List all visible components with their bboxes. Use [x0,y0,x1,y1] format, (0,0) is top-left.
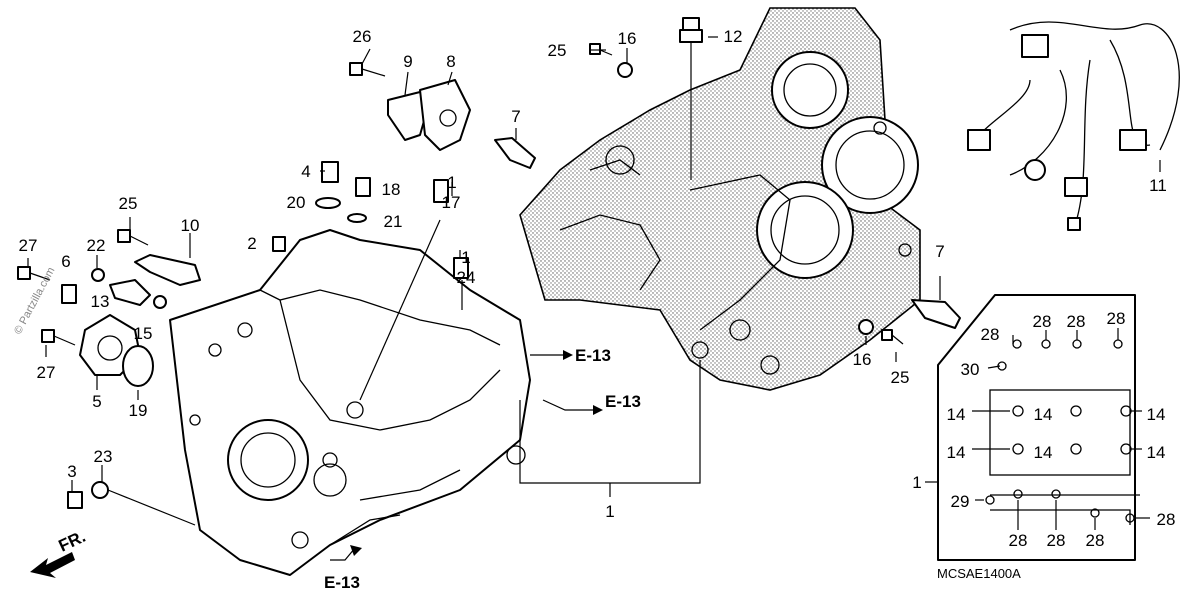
o-ring-21[interactable] [347,213,367,223]
callout-28: 28 [1086,531,1105,550]
bolt-26[interactable] [349,62,386,77]
washer-16-right[interactable] [858,319,874,335]
callout-22: 22 [87,236,106,255]
reference-labels: E-13 E-13 E-13 [324,346,641,592]
bolt-25-top[interactable] [589,43,613,56]
front-arrow [30,552,75,578]
callout-numbers: 26 9 8 25 16 12 7 11 4 18 1 17 20 21 2 2… [19,27,1176,550]
callout-28: 28 [1009,531,1028,550]
callout-1: 1 [447,173,456,192]
callout-3: 3 [67,462,76,481]
leader-lines [27,36,1161,561]
callout-28: 28 [1047,531,1066,550]
washer-23[interactable] [91,481,109,499]
dowel-24[interactable] [453,257,469,279]
callout-14: 14 [947,405,966,424]
callout-11: 11 [1149,176,1167,195]
callout-28: 28 [1157,510,1176,529]
oil-pan-inset[interactable] [937,294,1140,561]
dowel-4[interactable] [321,161,339,183]
callout-5: 5 [92,392,101,411]
ref-label-e13-upper: E-13 [575,346,611,365]
callout-20: 20 [287,193,306,212]
washer-16-top[interactable] [617,62,633,78]
callout-15: 15 [134,324,153,343]
callout-19: 19 [129,401,148,420]
callout-28: 28 [1067,312,1086,331]
callout-10: 10 [181,216,200,235]
callout-4: 4 [301,162,310,181]
bolt-25-right[interactable] [881,329,904,345]
callout-14: 14 [1034,405,1053,424]
reference-arrows [350,350,603,556]
callout-28: 28 [1107,309,1126,328]
diagram-code: MCSAE1400A [937,566,1021,581]
washer-15[interactable] [153,295,167,309]
sensor-13[interactable] [109,279,151,306]
bolt-27-top[interactable] [17,266,51,281]
callout-23: 23 [94,447,113,466]
dowel-17[interactable] [433,179,449,203]
callout-14: 14 [1147,405,1166,424]
callout-29: 29 [951,492,970,511]
callout-1: 1 [605,502,614,521]
callout-13: 13 [91,292,110,311]
sensor-7-left[interactable] [494,137,536,169]
o-ring-19[interactable] [122,345,154,387]
callout-21: 21 [384,212,403,231]
dowel-18[interactable] [355,177,371,197]
callout-27: 27 [19,236,38,255]
cover-8[interactable] [419,79,471,151]
callout-26: 26 [353,27,372,46]
callout-1: 1 [912,473,921,492]
sensor-7-right[interactable] [911,299,961,329]
callout-14: 14 [1147,443,1166,462]
upper-crankcase[interactable] [519,7,921,391]
callout-9: 9 [403,52,412,71]
pipe-6[interactable] [61,284,77,304]
callout-28: 28 [1033,312,1052,331]
front-arrow-label: FR. [56,527,89,556]
callout-28: 28 [981,325,1000,344]
callout-27: 27 [37,363,56,382]
callout-6: 6 [61,252,70,271]
callout-18: 18 [382,180,401,199]
bolt-27-bottom[interactable] [41,329,76,346]
drain-bolt-3[interactable] [67,491,83,509]
callout-14: 14 [1034,443,1053,462]
callout-25: 25 [891,368,910,387]
callout-25: 25 [548,41,567,60]
switch-12[interactable] [679,17,703,43]
hose-clamp-10[interactable] [134,254,201,286]
callout-17: 17 [442,193,461,212]
callout-12: 12 [724,27,743,46]
callout-16: 16 [618,29,637,48]
callout-25: 25 [119,194,138,213]
callout-14: 14 [947,443,966,462]
callout-8: 8 [446,52,455,71]
callout-1: 1 [461,248,470,267]
callout-2: 2 [247,234,256,253]
washer-22[interactable] [91,268,105,282]
bolt-25-left[interactable] [117,229,149,246]
ref-label-e13-lower: E-13 [324,573,360,592]
callout-7: 7 [511,107,520,126]
callout-7: 7 [935,242,944,261]
lower-crankcase[interactable] [169,229,531,576]
callout-24: 24 [457,268,476,287]
ref-label-e13-middle: E-13 [605,392,641,411]
callout-16: 16 [853,350,872,369]
callout-30: 30 [961,360,980,379]
o-ring-20[interactable] [315,197,341,209]
sub-harness-11[interactable] [967,21,1180,231]
dowel-2[interactable] [272,236,286,252]
